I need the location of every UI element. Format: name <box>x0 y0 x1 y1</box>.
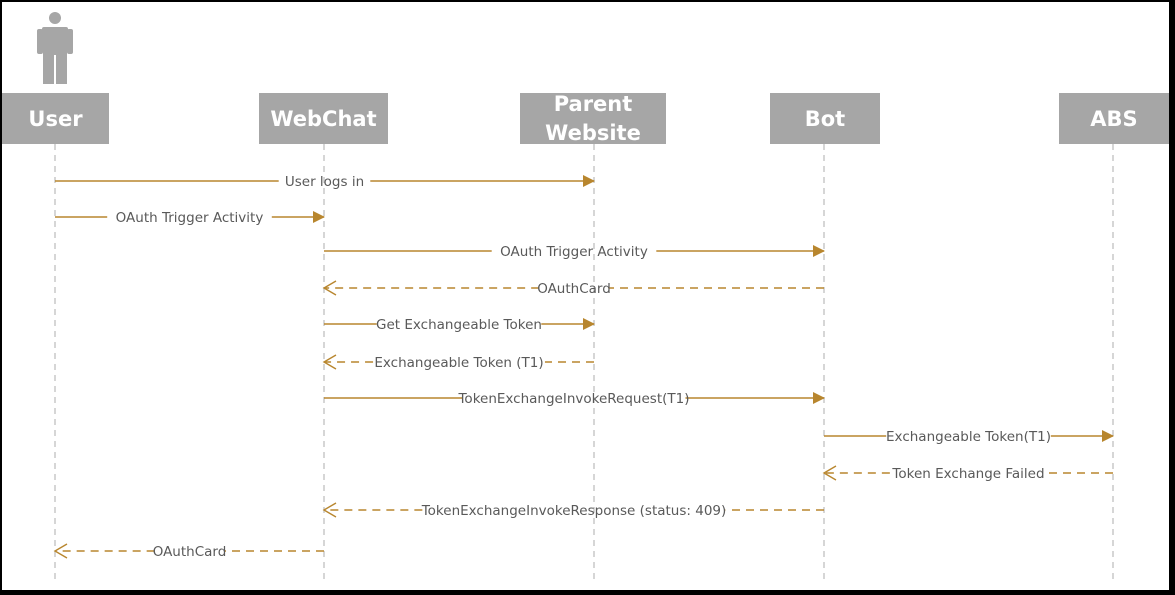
message-9: Token Exchange Failed <box>822 465 1113 482</box>
open-arrowhead-icon <box>53 543 68 559</box>
message-6: Exchangeable Token (T1) <box>322 354 594 371</box>
participant-webchat: WebChat <box>259 93 388 144</box>
message-label: Exchangeable Token (T1) <box>374 355 543 371</box>
message-2: OAuth Trigger Activity <box>55 210 325 226</box>
participant-label-user: User <box>28 107 83 131</box>
message-label: Get Exchangeable Token <box>376 317 542 333</box>
participant-box-parent <box>520 93 666 144</box>
participant-box-user <box>2 93 109 144</box>
message-label: TokenExchangeInvokeResponse (status: 409… <box>421 503 727 519</box>
open-arrowhead-icon <box>322 280 337 296</box>
message-label: OAuthCard <box>537 281 611 297</box>
participant-bot: Bot <box>770 93 880 144</box>
message-11: OAuthCard <box>53 543 324 560</box>
message-label: TokenExchangeInvokeRequest(T1) <box>457 391 689 407</box>
participant-label-abs: ABS <box>1090 107 1137 131</box>
participant-label-bot: Bot <box>805 107 845 131</box>
participant-box-webchat <box>259 93 388 144</box>
participant-abs: ABS <box>1059 93 1169 144</box>
message-label: Token Exchange Failed <box>891 466 1044 482</box>
message-4: OAuthCard <box>322 280 824 297</box>
open-arrowhead-icon <box>822 465 837 481</box>
message-7: TokenExchangeInvokeRequest(T1) <box>324 391 825 407</box>
message-label: OAuth Trigger Activity <box>116 210 264 226</box>
message-5: Get Exchangeable Token <box>324 317 595 333</box>
participant-label-parent: Website <box>545 121 641 145</box>
message-3: OAuth Trigger Activity <box>324 244 825 260</box>
participant-box-bot <box>770 93 880 144</box>
open-arrowhead-icon <box>322 354 337 370</box>
message-1: User logs in <box>55 174 595 190</box>
participant-label-parent: Parent <box>554 92 633 116</box>
message-label: OAuthCard <box>153 544 227 560</box>
message-label: User logs in <box>285 174 364 190</box>
participant-box-abs <box>1059 93 1169 144</box>
message-label: Exchangeable Token(T1) <box>886 429 1051 445</box>
open-arrowhead-icon <box>322 502 337 518</box>
participant-label-webchat: WebChat <box>270 107 376 131</box>
participant-user: User <box>2 93 109 144</box>
message-label: OAuth Trigger Activity <box>500 244 648 260</box>
message-10: TokenExchangeInvokeResponse (status: 409… <box>322 502 824 519</box>
message-8: Exchangeable Token(T1) <box>824 429 1114 445</box>
person-icon <box>37 12 73 84</box>
